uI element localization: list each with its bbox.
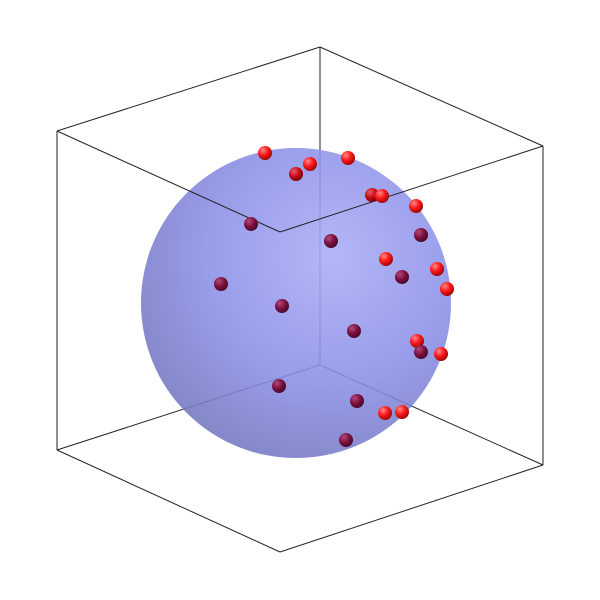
sample-point xyxy=(244,217,258,231)
sample-point xyxy=(434,347,448,361)
sample-point xyxy=(275,299,289,313)
sample-point xyxy=(303,157,317,171)
sample-point xyxy=(395,270,409,284)
sample-point xyxy=(409,199,423,213)
sample-points xyxy=(214,146,454,447)
box-edge xyxy=(319,46,544,147)
box-edge xyxy=(279,145,544,233)
sample-point xyxy=(347,324,361,338)
sample-point xyxy=(375,189,389,203)
sample-point xyxy=(414,345,428,359)
sample-point xyxy=(350,394,364,408)
sample-point xyxy=(395,405,409,419)
sample-point xyxy=(378,406,392,420)
sample-point xyxy=(379,252,393,266)
sample-point xyxy=(410,334,424,348)
box-edge xyxy=(56,46,321,132)
box-edge xyxy=(279,464,544,553)
sample-point xyxy=(414,228,428,242)
sample-point xyxy=(214,277,228,291)
sample-point xyxy=(289,167,303,181)
sample-point xyxy=(430,262,444,276)
box-front-edges xyxy=(56,46,544,553)
box-edge xyxy=(56,449,281,553)
sample-point xyxy=(339,433,353,447)
sample-point xyxy=(341,151,355,165)
box-edge xyxy=(56,130,281,233)
sphere xyxy=(141,148,451,458)
sample-point xyxy=(440,282,454,296)
sample-point xyxy=(258,146,272,160)
sample-point xyxy=(272,379,286,393)
sample-point xyxy=(324,234,338,248)
